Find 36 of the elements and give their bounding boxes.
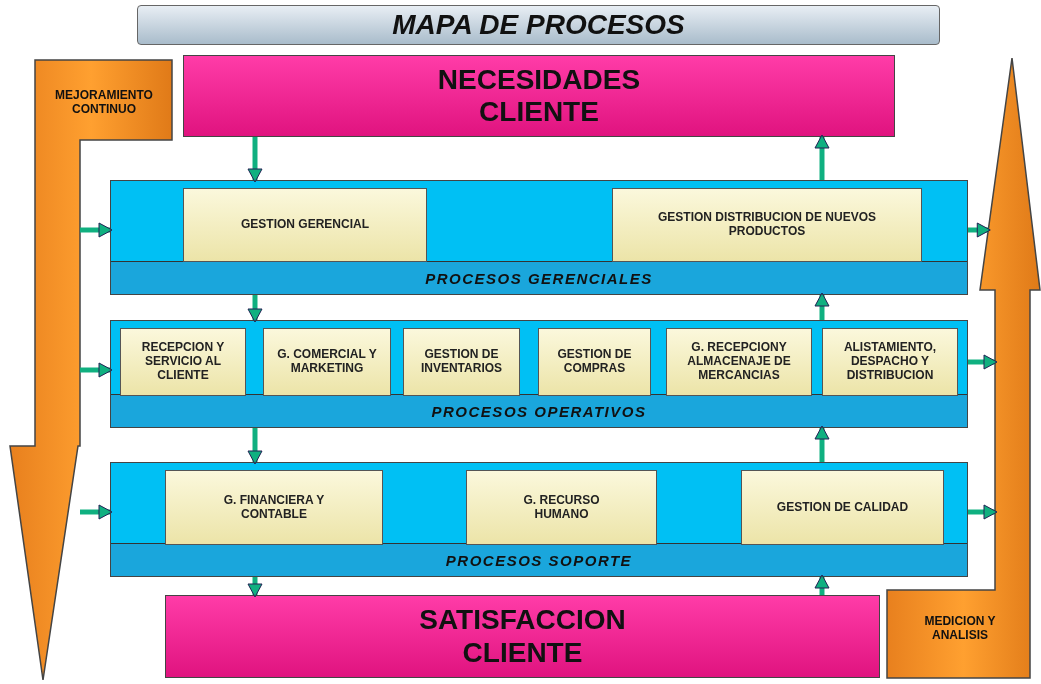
arrow: [80, 362, 113, 378]
arrow: [247, 428, 263, 465]
process-box: GESTION DISTRIBUCION DE NUEVOS PRODUCTOS: [612, 188, 922, 262]
client-banner: SATISFACCION CLIENTE: [165, 595, 880, 678]
process-box: GESTION GERENCIAL: [183, 188, 427, 262]
process-band: [110, 320, 968, 428]
process-box: G. RECURSO HUMANO: [466, 470, 657, 545]
process-box: GESTION DE INVENTARIOS: [403, 328, 520, 396]
title-banner: MAPA DE PROCESOS: [137, 5, 940, 45]
process-box: G. COMERCIAL Y MARKETING: [263, 328, 391, 396]
arrow: [814, 292, 830, 320]
arrow: [80, 504, 113, 520]
arrow: [814, 134, 830, 180]
process-box: G. FINANCIERA Y CONTABLE: [165, 470, 383, 545]
arrow: [247, 295, 263, 323]
band-title-bar: PROCESOS GERENCIALES: [111, 261, 967, 294]
process-band: [110, 180, 968, 295]
arrow: [247, 137, 263, 183]
arrow: [814, 425, 830, 462]
process-box: ALISTAMIENTO, DESPACHO Y DISTRIBUCION: [822, 328, 958, 396]
arrow-label: MEDICION Y ANALISIS: [923, 614, 997, 643]
band-title-bar: PROCESOS SOPORTE: [111, 543, 967, 576]
arrow: [814, 574, 830, 595]
arrow: [968, 504, 998, 520]
process-box: GESTION DE CALIDAD: [741, 470, 944, 545]
process-box: GESTION DE COMPRAS: [538, 328, 651, 396]
process-box: RECEPCION Y SERVICIO AL CLIENTE: [120, 328, 246, 396]
arrow: [968, 354, 998, 370]
arrow: [80, 222, 113, 238]
process-box: G. RECEPCIONY ALMACENAJE DE MERCANCIAS: [666, 328, 812, 396]
band-title-bar: PROCESOS OPERATIVOS: [111, 394, 967, 427]
arrow: [968, 222, 991, 238]
arrow: [247, 577, 263, 598]
arrow-label: MEJORAMIENTO CONTINUO: [54, 88, 154, 117]
client-banner: NECESIDADES CLIENTE: [183, 55, 895, 137]
process-band: [110, 462, 968, 577]
